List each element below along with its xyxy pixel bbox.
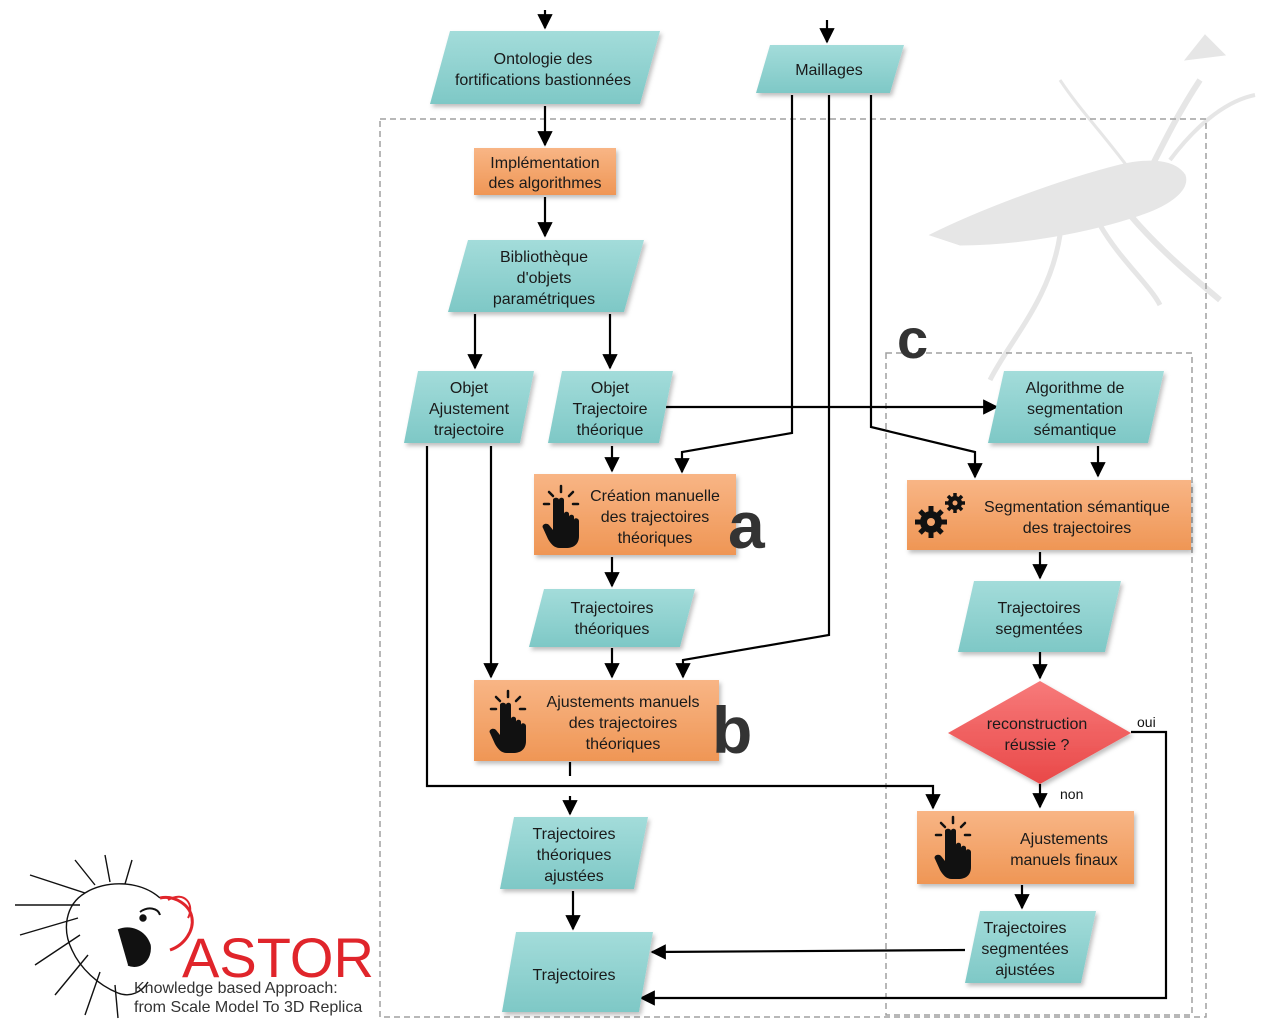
node-ajustements-manuels: Ajustements manuels des trajectoires thé…	[474, 680, 719, 761]
node-trajectoires-theoriques-line1: Trajectoires	[571, 600, 654, 617]
node-trajectoires-label: Trajectoires	[533, 967, 616, 984]
hand-pointer-icon	[489, 689, 527, 753]
node-trajectoires-segmentees: Trajectoires segmentées	[958, 581, 1121, 652]
region-c-label: c	[897, 307, 928, 370]
node-implementation-line1: Implémentation	[490, 155, 599, 172]
gears-icon	[915, 493, 965, 538]
node-bibliotheque-line1: Bibliothèque	[500, 249, 588, 266]
node-maillages-label: Maillages	[795, 62, 863, 79]
node-algorithme-segmentation: Algorithme de segmentation sémantique	[988, 371, 1164, 443]
node-trajectoires-theoriques-ajustees: Trajectoires théoriques ajustées	[500, 817, 648, 889]
node-segmentation-line1: Segmentation sémantique	[984, 499, 1170, 516]
region-c-dashed	[885, 352, 1193, 1016]
node-reconstruction-decision: reconstruction réussie ?	[948, 681, 1131, 784]
node-algorithme-line3: sémantique	[1034, 422, 1117, 439]
node-tta-line1: Trajectoires	[533, 826, 616, 843]
node-ontologie-line1: Ontologie des	[494, 51, 593, 68]
node-tsa-line3: ajustées	[995, 962, 1055, 979]
node-maillages: Maillages	[756, 45, 904, 93]
node-ajustements-line1: Ajustements manuels	[547, 694, 700, 711]
node-trajectoires: Trajectoires	[502, 932, 653, 1012]
node-tta-line3: ajustées	[544, 868, 604, 885]
node-trajectoires-segmentees-ajustees: Trajectoires segmentées ajustées	[965, 911, 1096, 983]
node-trajectoires-theoriques-line2: théoriques	[575, 621, 650, 638]
edge-maillages-segmentation	[869, 95, 983, 479]
node-creation-line1: Création manuelle	[590, 488, 720, 505]
logo-title: ASTOR	[182, 926, 374, 989]
node-objet-ajustement-line2: Ajustement	[429, 401, 510, 418]
node-segmentation-semantique: Segmentation sémantique des trajectoires	[907, 480, 1191, 550]
label-b: b	[712, 693, 752, 767]
node-ontologie-line2: fortifications bastionnées	[455, 72, 631, 89]
edge-objet-ajustement-finaux	[425, 446, 941, 810]
node-algorithme-line2: segmentation	[1027, 401, 1123, 418]
node-objet-ajustement: Objet Ajustement trajectoire	[404, 371, 534, 443]
node-algorithme-line1: Algorithme de	[1026, 380, 1125, 397]
node-objet-trajectoire: Objet Trajectoire théorique	[548, 371, 673, 443]
node-objet-ajustement-line1: Objet	[450, 380, 489, 397]
lion-logo-icon	[15, 854, 194, 1019]
node-bibliotheque-line2: d'objets	[517, 270, 572, 287]
edge-maillages-creation	[674, 95, 794, 474]
node-finaux-line1: Ajustements	[1020, 831, 1108, 848]
grasshopper-watermark	[928, 34, 1256, 382]
node-trajectoires-segmentees-line1: Trajectoires	[998, 600, 1081, 617]
node-finaux-line2: manuels finaux	[1010, 852, 1118, 869]
node-trajectoires-segmentees-line2: segmentées	[995, 621, 1082, 638]
node-ontologie: Ontologie des fortifications bastionnées	[430, 31, 660, 104]
node-implementation-line2: des algorithmes	[489, 175, 602, 192]
edge-diamond-oui-trajectoires	[639, 730, 1168, 1006]
node-segmentation-line2: des trajectoires	[1023, 520, 1132, 537]
label-oui: oui	[1137, 714, 1156, 730]
node-ajustements-finaux: Ajustements manuels finaux	[917, 811, 1134, 884]
hand-pointer-icon	[542, 484, 580, 548]
node-creation-manuelle: Création manuelle des trajectoires théor…	[534, 474, 736, 555]
node-objet-ajustement-line3: trajectoire	[434, 422, 504, 439]
node-reconstruction-line2: réussie ?	[1005, 737, 1070, 754]
label-non: non	[1060, 786, 1083, 802]
node-reconstruction-line1: reconstruction	[987, 716, 1088, 733]
astor-logo: ASTOR Knowledge based Approach: from Sca…	[15, 854, 374, 1019]
node-tta-line2: théoriques	[537, 847, 612, 864]
label-a: a	[728, 488, 766, 562]
node-trajectoires-theoriques: Trajectoires théoriques	[529, 589, 695, 647]
edge-segmentees-ajustees-trajectoires	[650, 944, 966, 960]
node-objet-trajectoire-line3: théorique	[577, 422, 644, 439]
node-implementation: Implémentation des algorithmes	[474, 148, 616, 195]
logo-subtitle-1: Knowledge based Approach:	[134, 980, 338, 997]
node-ajustements-line2: des trajectoires	[569, 715, 678, 732]
node-objet-trajectoire-line1: Objet	[591, 380, 630, 397]
node-ajustements-line3: théoriques	[586, 736, 661, 753]
node-creation-line2: des trajectoires	[601, 509, 710, 526]
node-tsa-line2: segmentées	[981, 941, 1068, 958]
node-bibliotheque: Bibliothèque d'objets paramétriques	[448, 240, 644, 312]
node-creation-line3: théoriques	[618, 530, 693, 547]
edges	[425, 10, 1168, 1006]
node-objet-trajectoire-line2: Trajectoire	[573, 401, 648, 418]
node-bibliotheque-line3: paramétriques	[493, 291, 595, 308]
hand-pointer-icon	[934, 815, 972, 879]
logo-subtitle-2: from Scale Model To 3D Replica	[134, 999, 362, 1016]
node-tsa-line1: Trajectoires	[984, 920, 1067, 937]
edge-maillages-ajustements	[675, 95, 831, 679]
